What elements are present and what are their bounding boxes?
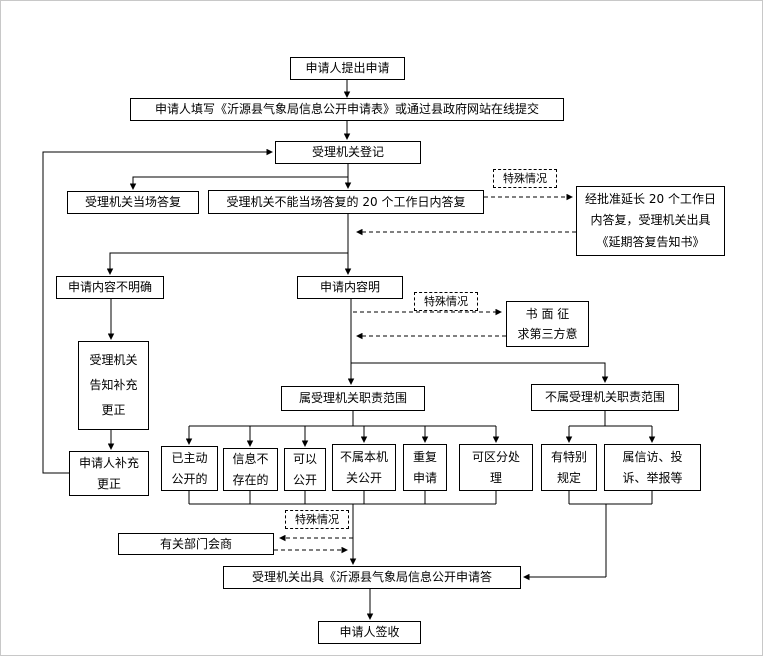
node-within-authority-scope: 属受理机关职责范围 (281, 386, 425, 411)
solid-connectors (42, 80, 656, 620)
node-not-this-authority: 不属本机 关公开 (332, 444, 396, 491)
node-content-clear: 申请内容明 (297, 276, 403, 299)
label-special-case-1: 特殊情况 (493, 169, 557, 188)
node-content-unclear: 申请内容不明确 (56, 276, 164, 299)
node-can-be-public: 可以 公开 (284, 448, 326, 491)
node-special-provisions: 有特别 规定 (541, 444, 597, 491)
node-notify-supplement-correction: 受理机关 告知补充 更正 (78, 341, 149, 430)
node-separable-handling: 可区分处 理 (459, 444, 533, 491)
node-fill-application-form: 申请人填写《沂源县气象局信息公开申请表》或通过县政府网站在线提交 (130, 98, 564, 121)
node-issue-reply-document: 受理机关出具《沂源县气象局信息公开申请答 (223, 566, 521, 589)
node-consult-third-party: 书 面 征 求第三方意 (506, 301, 589, 347)
node-extended-reply-notice: 经批准延长 20 个工作日 内答复，受理机关出具 《延期答复告知书》 (576, 186, 725, 256)
node-applicant-supplement-correction: 申请人补充 更正 (69, 451, 149, 496)
node-petition-complaint-report: 属信访、投 诉、举报等 (604, 444, 701, 491)
edge-supplement-register-loop (42, 148, 273, 474)
node-info-not-exist: 信息不 存在的 (223, 448, 278, 491)
node-onsite-reply: 受理机关当场答复 (67, 191, 199, 214)
label-special-case-2: 特殊情况 (414, 292, 478, 311)
node-reply-within-20-days: 受理机关不能当场答复的 20 个工作日内答复 (208, 190, 484, 214)
node-applicant-sign-receipt: 申请人签收 (318, 621, 421, 644)
node-outside-authority-scope: 不属受理机关职责范围 (531, 384, 679, 411)
edge-reply20-unclear (106, 252, 348, 275)
node-submit-application: 申请人提出申请 (290, 57, 405, 80)
node-already-public: 已主动 公开的 (161, 446, 218, 491)
node-authority-register: 受理机关登记 (275, 141, 421, 164)
edge-clear-outscope (351, 362, 609, 383)
node-department-consultation: 有关部门会商 (118, 533, 274, 555)
edge-register-onsite (129, 176, 348, 190)
node-repeated-application: 重复 申请 (403, 444, 447, 491)
label-special-case-3: 特殊情况 (285, 510, 349, 529)
dashed-connectors (274, 193, 576, 554)
